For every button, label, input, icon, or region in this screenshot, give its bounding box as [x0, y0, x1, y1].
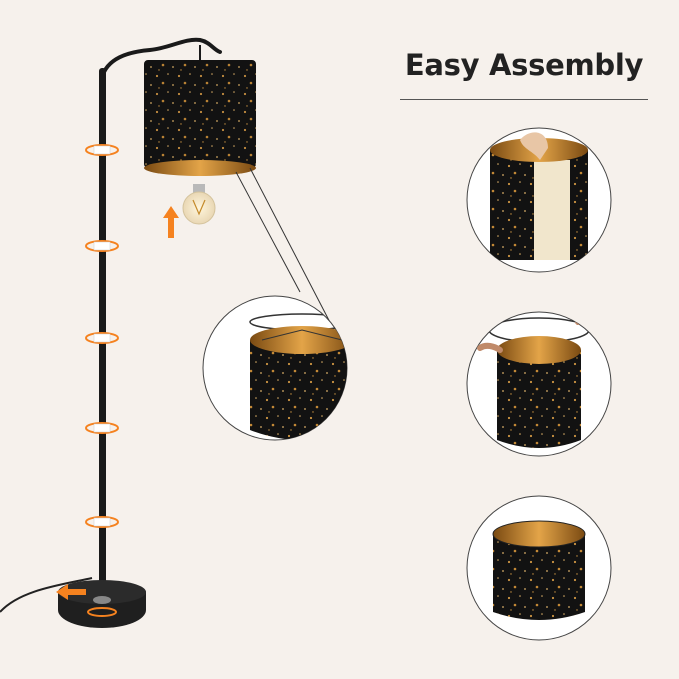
rotate-arrow-icon [87, 607, 117, 617]
rotate-arrow-icon [85, 332, 119, 344]
rotate-arrow-icon [85, 144, 119, 156]
lamp-shade [144, 60, 256, 176]
detail-circle-frame [202, 295, 348, 441]
rotate-arrow-icon [85, 422, 119, 434]
arrow-left-icon [56, 584, 86, 600]
step-circle-open-shade [466, 127, 612, 273]
floor-lamp [0, 37, 335, 628]
step-circle-attach-ring [466, 311, 612, 457]
bulb-icon [182, 184, 216, 225]
lamp-arm [102, 37, 222, 74]
page-title: Easy Assembly [404, 48, 644, 82]
arrow-up-icon [163, 206, 179, 238]
rotate-arrow-icon [85, 516, 119, 528]
rotate-arrow-icon [85, 240, 119, 252]
step-circle-finished-shade [466, 495, 612, 641]
title-divider [400, 99, 648, 100]
power-cord [0, 577, 93, 613]
